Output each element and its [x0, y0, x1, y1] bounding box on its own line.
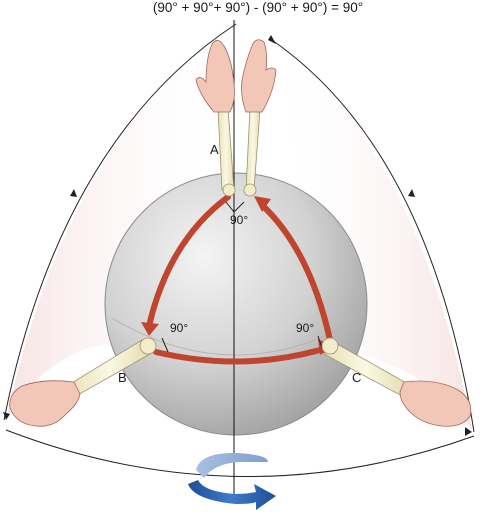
joint-c: [321, 337, 339, 355]
arc-arrowhead-bottom: [465, 427, 472, 436]
triangle-path: [141, 194, 334, 365]
hand-c: [399, 380, 472, 427]
angle-label-c: 90°: [296, 321, 314, 335]
angle-label-a: 90°: [230, 213, 248, 227]
arc-arrowhead-right: [408, 189, 415, 197]
path-arrowhead-b: [141, 322, 159, 336]
raised-hands-icon: [195, 39, 277, 197]
outer-right-arc: [271, 39, 475, 433]
joint-a-right: [243, 183, 257, 197]
left-wedge-shading: [6, 26, 236, 420]
arc-arrowhead-top-right: [268, 35, 276, 44]
hand-a-right: [241, 39, 277, 113]
path-arrowhead-a: [254, 196, 271, 212]
joint-b: [139, 337, 157, 355]
hand-b: [9, 380, 81, 427]
joint-a-left: [222, 183, 236, 197]
point-label-b: B: [118, 370, 127, 385]
hand-a-left: [195, 40, 235, 113]
rotation-arrow-front: [188, 480, 276, 510]
right-angle-marker-b: [161, 337, 169, 353]
rotation-arrow-back: [196, 452, 268, 478]
right-wedge-shading: [272, 40, 472, 430]
path-arrow-a-to-b: [147, 194, 231, 325]
path-arrow-c-to-a: [259, 202, 333, 343]
point-label-a: A: [210, 142, 219, 157]
arc-arrowhead-left: [70, 189, 77, 197]
point-label-c: C: [352, 370, 361, 385]
path-arrow-b-to-c: [153, 347, 323, 365]
right-angle-marker-a: [225, 201, 245, 213]
outer-left-arc: [3, 23, 237, 421]
rotation-arrow-icon: [188, 480, 276, 510]
sphere: [104, 172, 368, 436]
equation-label: (90° + 90°+ 90°) - (90° + 90°) = 90°: [153, 0, 363, 15]
outer-bottom-arc: [5, 429, 475, 478]
angle-label-b: 90°: [170, 321, 188, 335]
arc-arrowhead-bottom-left: [3, 412, 10, 420]
right-hand-icon: [321, 337, 472, 427]
left-hand-icon: [9, 337, 157, 427]
